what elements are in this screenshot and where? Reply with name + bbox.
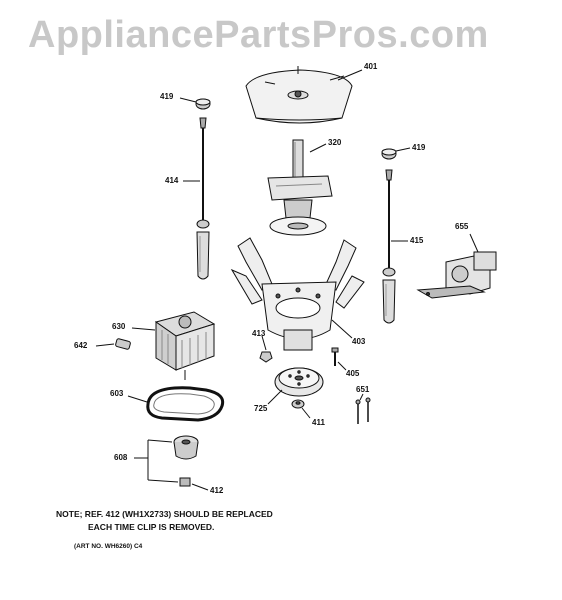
part-419-cap-right <box>381 148 397 160</box>
callout-419-left: 419 <box>160 92 174 101</box>
part-401-cover <box>245 66 353 124</box>
leader-419-right <box>395 147 411 152</box>
part-415-rod-right <box>382 169 396 324</box>
note-line-1: NOTE; REF. 412 (WH1X2733) SHOULD BE REPL… <box>56 509 273 519</box>
leader-651 <box>359 393 364 401</box>
leader-413 <box>261 335 267 351</box>
leader-412 <box>191 483 209 491</box>
callout-642: 642 <box>74 341 88 350</box>
callout-725: 725 <box>254 404 268 413</box>
callout-419-right: 419 <box>412 143 426 152</box>
part-412-clip <box>179 477 191 487</box>
callout-651: 651 <box>356 385 370 394</box>
leader-725 <box>267 389 283 405</box>
leader-320 <box>309 143 327 153</box>
part-603-belt <box>146 386 225 422</box>
part-411-nut <box>291 399 305 409</box>
callout-608: 608 <box>114 453 128 462</box>
callout-603: 603 <box>110 389 124 398</box>
part-403-bracket <box>230 237 365 351</box>
callout-403: 403 <box>352 337 366 346</box>
leader-411 <box>301 407 311 419</box>
part-642-plug <box>115 338 131 350</box>
callout-414: 414 <box>165 176 179 185</box>
part-655-pump <box>416 251 497 299</box>
callout-655: 655 <box>455 222 469 231</box>
leader-401 <box>337 69 363 81</box>
callout-411: 411 <box>312 418 325 427</box>
leader-405 <box>337 361 347 371</box>
art-number: (ART NO. WH6260) C4 <box>74 543 143 550</box>
part-413-nut <box>259 351 273 363</box>
callout-412: 412 <box>210 486 224 495</box>
note-line-2: EACH TIME CLIP IS REMOVED. <box>88 522 215 532</box>
callout-401: 401 <box>364 62 378 71</box>
part-651-screws <box>355 397 371 424</box>
leader-403 <box>331 319 353 339</box>
part-725-pulley <box>274 367 324 397</box>
callout-320: 320 <box>328 138 342 147</box>
watermark-logo: AppliancePartsPros.com <box>28 14 489 56</box>
part-320-transmission <box>267 139 333 236</box>
part-419-cap-left <box>195 98 211 110</box>
leader-603 <box>127 395 148 403</box>
part-414-rod-left <box>196 117 210 280</box>
part-608-clutch <box>173 435 199 460</box>
callout-415: 415 <box>410 236 424 245</box>
part-405-bolt <box>331 347 339 366</box>
leader-419-left <box>179 97 197 103</box>
leader-642 <box>95 343 115 347</box>
leader-630 <box>131 327 156 331</box>
callout-405: 405 <box>346 369 360 378</box>
callout-630: 630 <box>112 322 126 331</box>
callout-413: 413 <box>252 329 266 338</box>
part-630-motor <box>154 311 216 380</box>
leader-655 <box>469 233 479 253</box>
